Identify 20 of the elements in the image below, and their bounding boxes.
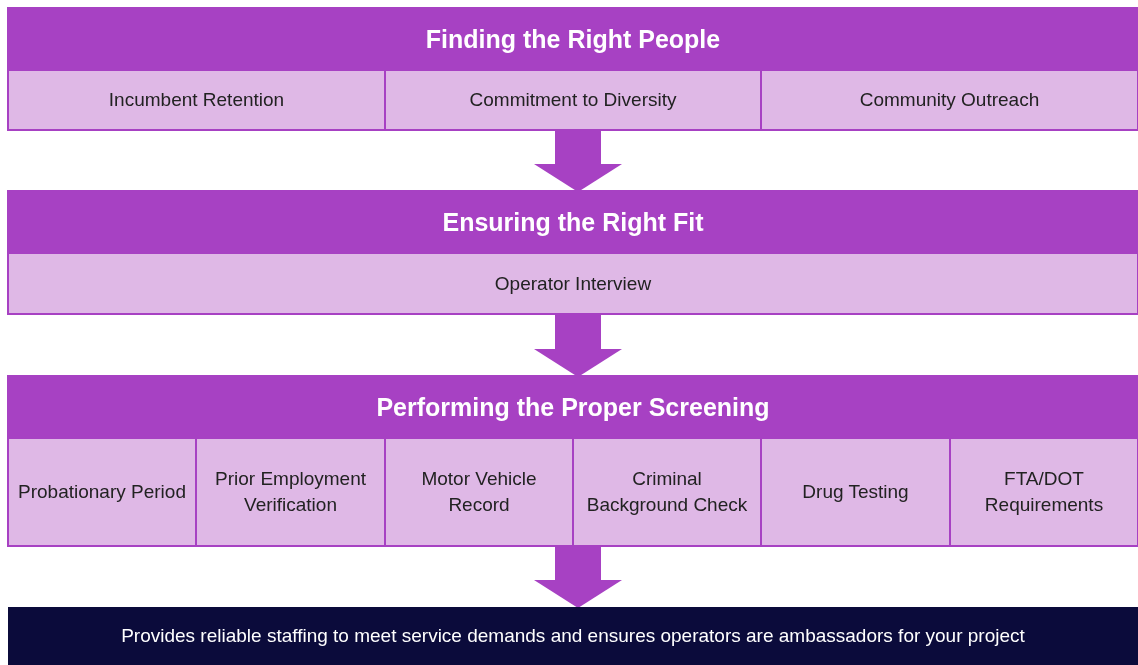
step-cell: Prior Employment Verification xyxy=(196,438,385,546)
section-panel xyxy=(8,8,1138,130)
section-panel xyxy=(8,376,1138,546)
block-arrow xyxy=(534,129,622,192)
step-cell: Motor Vehicle Record xyxy=(385,438,573,546)
step-cell: Incumbent Retention xyxy=(8,70,385,130)
section-panel xyxy=(8,191,1138,314)
step-cell: Commitment to Diversity xyxy=(385,70,761,130)
outcome-banner: Provides reliable staffing to meet service demands and ensures operators are ambassadors for your project xyxy=(8,607,1138,665)
step-cell: Probationary Period xyxy=(8,438,196,546)
section-heading: Finding the Right People xyxy=(8,8,1138,70)
block-arrow xyxy=(534,545,622,608)
section-heading: Performing the Proper Screening xyxy=(8,376,1138,438)
step-cell: FTA/DOT Requirements xyxy=(950,438,1138,546)
step-cell: Drug Testing xyxy=(761,438,950,546)
block-arrow xyxy=(534,313,622,377)
section-heading: Ensuring the Right Fit xyxy=(8,191,1138,253)
step-cell: Criminal Background Check xyxy=(573,438,761,546)
step-cell: Community Outreach xyxy=(761,70,1138,130)
step-cell: Operator Interview xyxy=(8,253,1138,314)
